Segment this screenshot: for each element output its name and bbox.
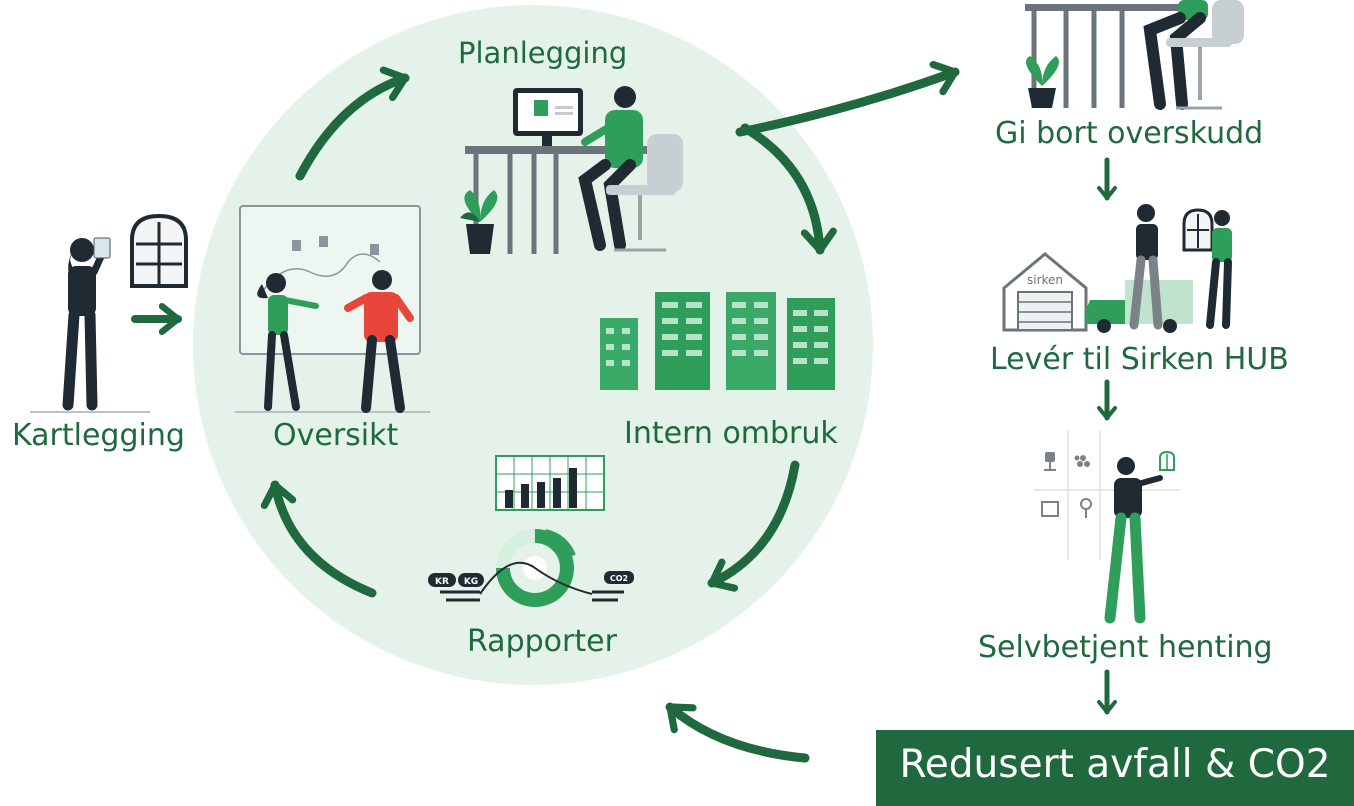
catalog-grid [1034, 430, 1180, 560]
co2-badge-text: CO2 [610, 574, 628, 583]
arrow-icon [295, 66, 410, 181]
donut-chart-icon [440, 529, 624, 607]
label-intern-ombruk: Intern ombruk [624, 416, 838, 451]
chair-icon [1044, 452, 1056, 471]
result-banner-text: Redusert avfall & CO2 [899, 742, 1331, 787]
warehouse-icon: sirken [1002, 252, 1088, 332]
warehouse-sign: sirken [1027, 273, 1063, 287]
label-oversikt: Oversikt [273, 418, 399, 453]
kr-badge-text: KR [435, 577, 449, 587]
buildings-icon [600, 292, 835, 390]
window-icon [1159, 450, 1175, 471]
chair-icon [1166, 0, 1244, 110]
kr-badge: KR [428, 573, 456, 587]
person-icon [344, 270, 414, 413]
arrow-icon [735, 60, 960, 137]
window-icon [1182, 208, 1214, 252]
arrow-icon [740, 123, 837, 255]
label-planlegging: Planlegging [458, 36, 628, 70]
desk-icon [465, 88, 655, 254]
person-icon [1104, 457, 1163, 624]
kg-badge: KG [458, 573, 484, 587]
chair-icon [1080, 498, 1092, 518]
plant-icon [1026, 56, 1059, 108]
arrow-icon [665, 702, 810, 763]
person-icon [1206, 210, 1232, 329]
kg-badge-text: KG [464, 577, 478, 587]
person-icon [30, 237, 150, 413]
stack-icon [1074, 455, 1090, 467]
co2-badge: CO2 [604, 571, 634, 584]
person-icon [578, 86, 643, 251]
window-icon [130, 213, 188, 288]
cycle-circle [193, 5, 873, 685]
label-selvbetjent-henting: Selvbetjent henting [978, 630, 1273, 665]
arrow-icon [260, 480, 377, 598]
label-rapporter: Rapporter [467, 624, 617, 659]
label-lever-til-sirken-hub: Levér til Sirken HUB [990, 342, 1289, 377]
person-icon [257, 273, 319, 411]
chair-icon [606, 134, 683, 252]
chair-icon [1041, 501, 1059, 517]
label-kartlegging: Kartlegging [12, 418, 185, 453]
plant-icon [460, 190, 498, 254]
label-gi-bort-overskudd: Gi bort overskudd [995, 116, 1264, 151]
person-icon [1129, 204, 1163, 330]
result-banner: Redusert avfall & CO2 [876, 730, 1354, 806]
bar-chart-icon [495, 455, 605, 511]
arrow-icon [707, 460, 800, 592]
